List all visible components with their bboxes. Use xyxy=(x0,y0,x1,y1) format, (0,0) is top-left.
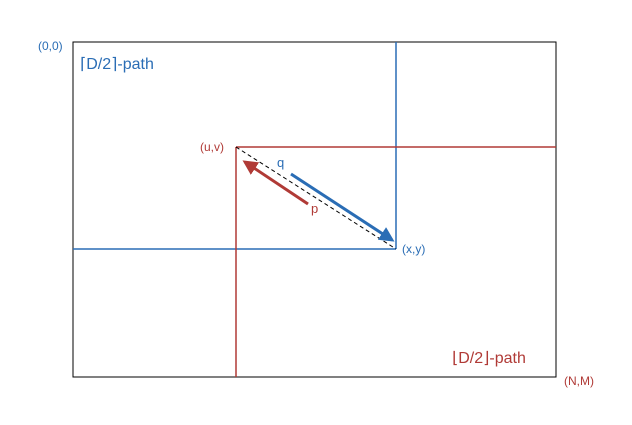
grid-boundary xyxy=(72,41,557,378)
q-arrow xyxy=(290,172,395,242)
p-label: p xyxy=(311,201,318,216)
floor-path-label: ⌊D/2⌋-path xyxy=(452,350,526,367)
q-label: q xyxy=(277,155,284,170)
uv-label: (u,v) xyxy=(200,140,224,154)
corner-label: (N,M) xyxy=(564,374,594,388)
xy-label: (x,y) xyxy=(402,242,425,256)
p-arrow xyxy=(242,160,309,206)
origin-label: (0,0) xyxy=(38,39,63,53)
ceil-path-label: ⌈D/2⌉-path xyxy=(80,56,154,73)
dashed-diagonal xyxy=(235,146,397,250)
